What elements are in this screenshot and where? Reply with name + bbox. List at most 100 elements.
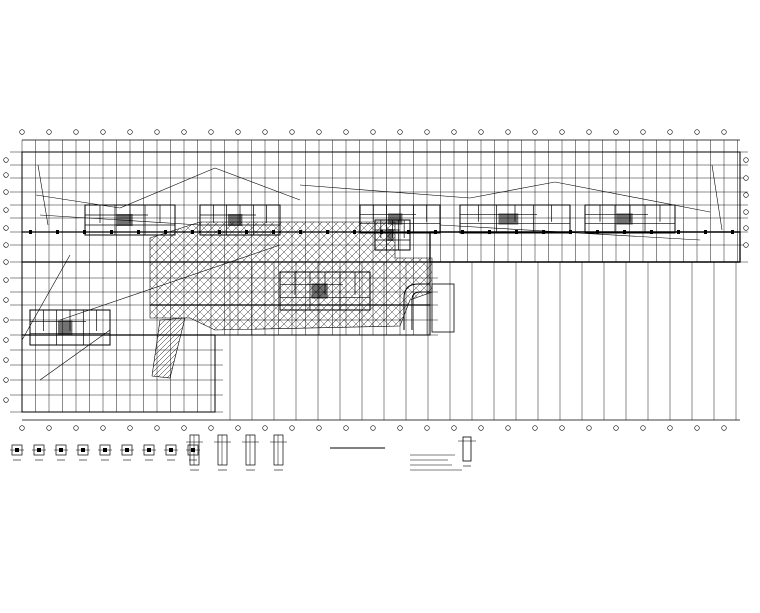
axis-bubble [505, 425, 511, 431]
axis-bubble [3, 172, 9, 178]
column-mark [380, 230, 383, 234]
axis-bubble [208, 129, 214, 135]
axis-bubble [424, 425, 430, 431]
axis-bubble [743, 242, 749, 248]
column-mark [515, 230, 518, 234]
column-mark [677, 230, 680, 234]
axis-bubble [181, 425, 187, 431]
detail-sections [10, 434, 476, 471]
axis-bubble [743, 157, 749, 163]
axis-bubble [343, 425, 349, 431]
axis-bubble [721, 129, 727, 135]
axis-bubble [154, 425, 160, 431]
column-detail [76, 444, 90, 461]
axis-bubble [3, 242, 9, 248]
axis-bubble [316, 425, 322, 431]
axis-bubble [3, 225, 9, 231]
building-cores [29, 204, 734, 346]
axis-bubble [46, 129, 52, 135]
column-detail [120, 444, 134, 461]
slab-block [431, 283, 455, 333]
axis-bubble [154, 129, 160, 135]
slope-lines [21, 164, 723, 381]
axis-bubble [316, 129, 322, 135]
wall-section-detail [186, 434, 203, 471]
axis-bubble [181, 129, 187, 135]
axis-bubble [586, 129, 592, 135]
axis-bubble [3, 157, 9, 163]
curved-ramp [403, 283, 430, 330]
axis-bubble [262, 425, 268, 431]
axis-bubble [370, 129, 376, 135]
axis-bubble [478, 129, 484, 135]
axis-bubble [532, 129, 538, 135]
column-mark [704, 230, 707, 234]
axis-bubble [694, 129, 700, 135]
legend-detail [458, 436, 476, 467]
axis-bubble [721, 425, 727, 431]
column-mark [137, 230, 140, 234]
column-detail [186, 444, 200, 461]
axis-bubble [640, 425, 646, 431]
stair-core [199, 204, 281, 236]
axis-bubble [478, 425, 484, 431]
axis-bubble [694, 425, 700, 431]
axis-bubble [370, 425, 376, 431]
column-mark [272, 230, 275, 234]
axis-bubble [613, 425, 619, 431]
axis-bubble [3, 297, 9, 303]
column-mark [164, 230, 167, 234]
column-mark [83, 230, 86, 234]
axis-bubble [451, 129, 457, 135]
axis-bubble [397, 425, 403, 431]
stair-core [374, 219, 411, 251]
column-mark [299, 230, 302, 234]
axis-bubble [100, 425, 106, 431]
column-mark [461, 230, 464, 234]
wall-section-detail [242, 434, 259, 471]
stair-core [584, 204, 676, 234]
axis-bubble [46, 425, 52, 431]
column-mark [650, 230, 653, 234]
axis-bubble [743, 192, 749, 198]
axis-bubble [262, 129, 268, 135]
column-mark [596, 230, 599, 234]
axis-bubble [424, 129, 430, 135]
column-mark [488, 230, 491, 234]
axis-bubble [3, 277, 9, 283]
slab-block [429, 231, 741, 263]
axis-bubble [640, 129, 646, 135]
axis-bubble [3, 337, 9, 343]
axis-bubble [3, 259, 9, 265]
column-mark [245, 230, 248, 234]
axis-bubble [613, 129, 619, 135]
axis-bubble [559, 425, 565, 431]
axis-bubble [397, 129, 403, 135]
column-mark [407, 230, 410, 234]
wall-section-detail [270, 434, 287, 471]
axis-bubble [127, 129, 133, 135]
axis-bubble [19, 425, 25, 431]
axis-bubble [3, 377, 9, 383]
axis-bubble [743, 209, 749, 215]
axis-bubble [3, 357, 9, 363]
column-mark [569, 230, 572, 234]
stair-core [459, 204, 571, 234]
axis-bubble [667, 129, 673, 135]
column-detail [54, 444, 68, 461]
wall-section-detail [214, 434, 231, 471]
column-mark [110, 230, 113, 234]
column-mark [218, 230, 221, 234]
axis-bubble [3, 317, 9, 323]
column-detail [98, 444, 112, 461]
axis-bubble [289, 129, 295, 135]
column-mark [353, 230, 356, 234]
axis-bubble [667, 425, 673, 431]
axis-bubble [73, 129, 79, 135]
axis-bubble [235, 129, 241, 135]
axis-bubble [743, 175, 749, 181]
column-mark [191, 230, 194, 234]
column-mark [434, 230, 437, 234]
axis-bubble [505, 129, 511, 135]
